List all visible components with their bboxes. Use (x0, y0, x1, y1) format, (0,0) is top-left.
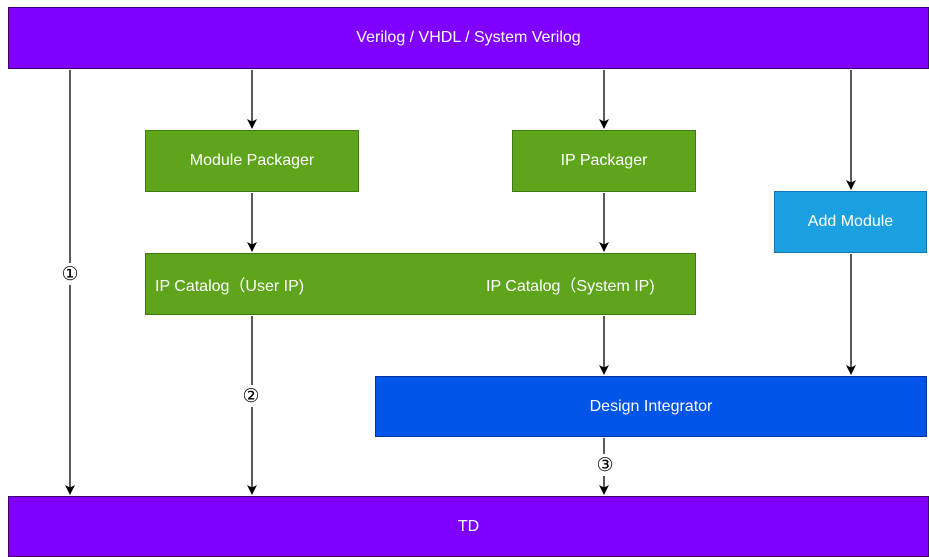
ip-packager-label: IP Packager (560, 152, 648, 169)
ip-catalog-node: IP Catalog（User IP) IP Catalog（System IP… (145, 253, 696, 315)
td-node: TD (8, 496, 929, 557)
module-packager-label: Module Packager (189, 152, 315, 169)
ip-packager-node: IP Packager (512, 130, 696, 192)
design-integrator-node: Design Integrator (375, 376, 927, 437)
source-languages-node: Verilog / VHDL / System Verilog (8, 7, 929, 69)
source-languages-label: Verilog / VHDL / System Verilog (356, 29, 581, 46)
td-label: TD (457, 517, 480, 535)
path-3-label: ③ (594, 454, 616, 476)
path-1-label: ① (59, 263, 81, 285)
ip-catalog-system-label: IP Catalog（System IP) (486, 278, 655, 295)
ip-catalog-user-label: IP Catalog（User IP) (155, 278, 305, 295)
design-integrator-label: Design Integrator (589, 397, 713, 415)
add-module-node: Add Module (774, 191, 927, 253)
add-module-label: Add Module (807, 213, 894, 230)
module-packager-node: Module Packager (145, 130, 359, 192)
path-2-label: ② (240, 385, 262, 407)
